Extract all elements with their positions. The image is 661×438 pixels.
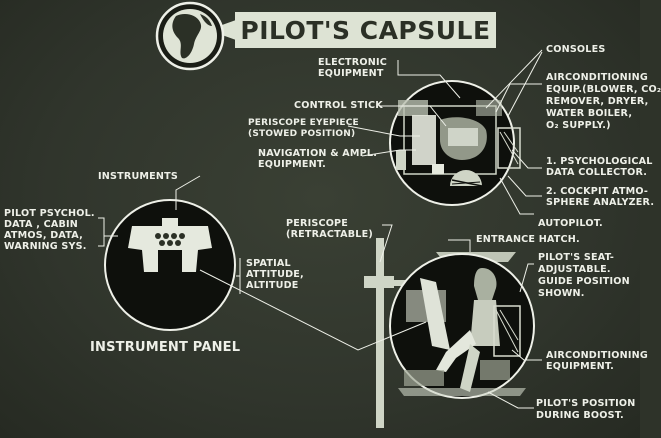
globe-icon — [155, 1, 236, 71]
label-instruments: INSTRUMENTS — [98, 171, 179, 182]
label-airconditioning-equipment: AIRCONDITIONING EQUIPMENT. — [546, 350, 648, 372]
label-navigation: NAVIGATION & AMPL. EQUIPMENT. — [258, 148, 378, 170]
label-periscope-eyepiece: PERISCOPE EYEPIECE (STOWED POSITION) — [248, 118, 359, 139]
label-psych-collector: 1. PSYCHOLOGICAL DATA COLLECTOR. — [546, 156, 653, 178]
label-pilot-seat: PILOT'S SEAT- ADJUSTABLE. GUIDE POSITION… — [538, 252, 630, 299]
label-airconditioning-equip: AIRCONDITIONING EQUIP.(BLOWER, CO₂ REMOV… — [546, 72, 661, 131]
label-boost-position: PILOT'S POSITION DURING BOOST. — [536, 398, 636, 421]
label-pilot-psychol: PILOT PSYCHOL. DATA , CABIN ATMOS, DATA,… — [4, 208, 95, 252]
diagram-artwork — [98, 1, 543, 428]
label-electronic-equipment: ELECTRONIC EQUIPMENT — [318, 57, 387, 79]
side-capsule-illustration — [364, 238, 535, 428]
label-cockpit-analyzer: 2. COCKPIT ATMO- SPHERE ANALYZER. — [546, 186, 655, 208]
label-control-stick: CONTROL STICK — [294, 100, 383, 111]
label-autopilot: AUTOPILOT. — [538, 218, 603, 229]
instrument-panel-illustration — [104, 199, 236, 331]
label-spatial: SPATIAL ATTITUDE, ALTITUDE — [246, 258, 304, 291]
label-entrance-hatch: ENTRANCE HATCH. — [476, 234, 580, 245]
leader-lines — [98, 49, 543, 409]
label-instrument-panel: INSTRUMENT PANEL — [90, 340, 241, 355]
top-capsule-illustration — [389, 80, 521, 206]
label-consoles: CONSOLES — [546, 44, 606, 55]
title-banner: PILOT'S CAPSULE — [235, 12, 496, 48]
label-periscope: PERISCOPE (RETRACTABLE) — [286, 218, 373, 240]
page-title: PILOT'S CAPSULE — [240, 15, 491, 45]
